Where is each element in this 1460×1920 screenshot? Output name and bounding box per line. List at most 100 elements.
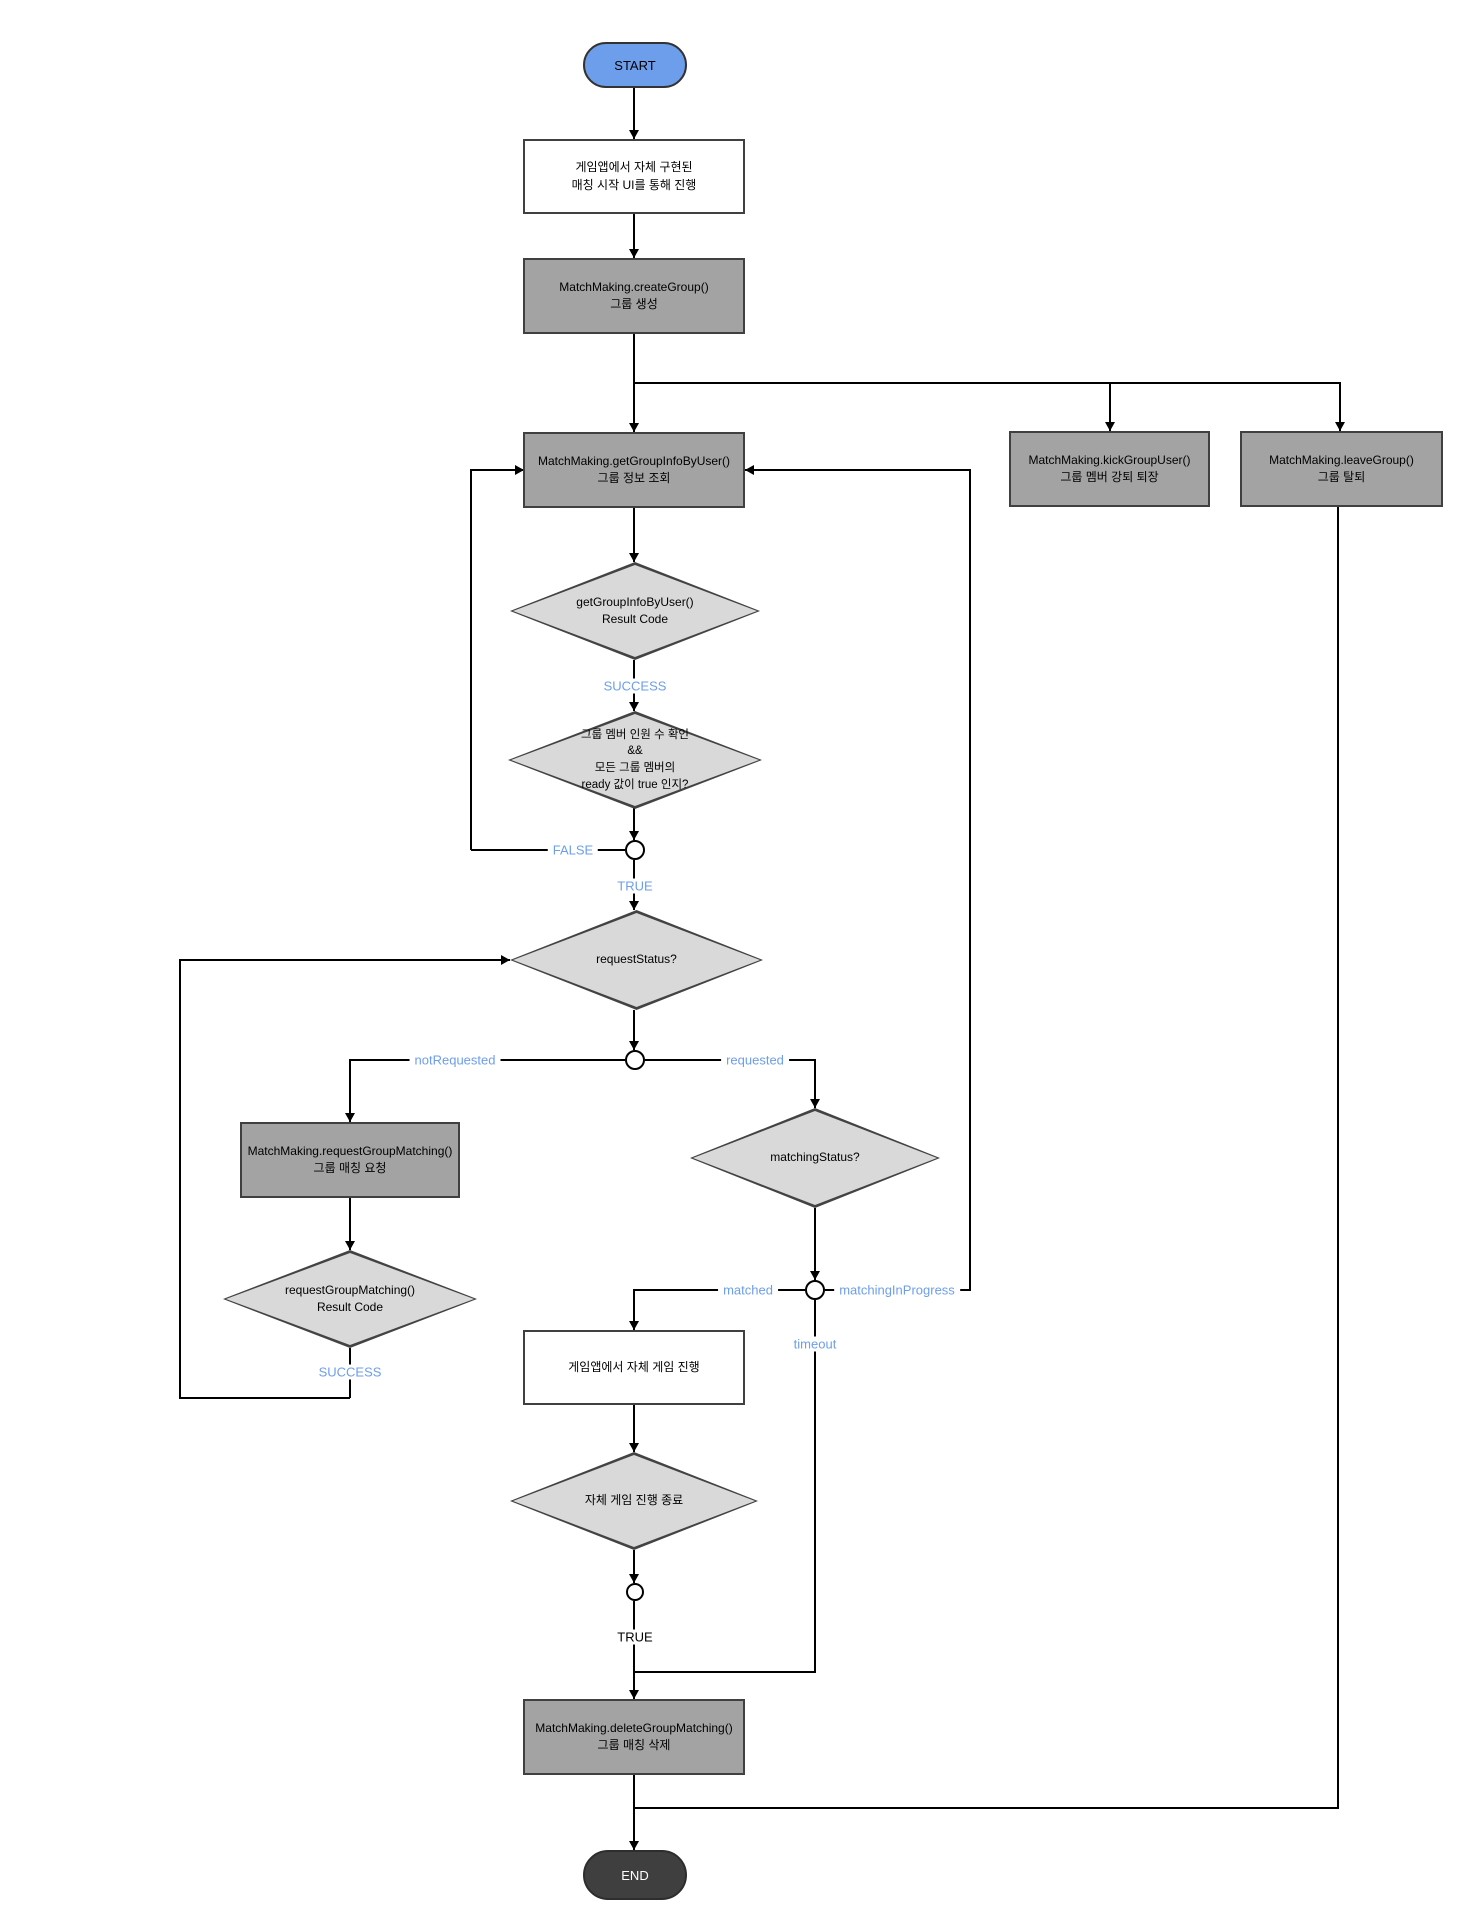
edge-gameplay-to-gameend bbox=[633, 1405, 635, 1452]
edge-successloop-up bbox=[179, 959, 181, 1399]
node-ui-start-line1: 게임앱에서 자체 구현된 bbox=[575, 160, 693, 175]
edge-getinfo-to-resultcode bbox=[633, 508, 635, 562]
edge-leavegroup-down bbox=[1337, 507, 1339, 1809]
arrowhead-into-gameplay bbox=[629, 1321, 639, 1330]
arrowhead-into-requeststatus bbox=[629, 901, 639, 910]
decision-resultcode-get-line2: Result Code bbox=[601, 612, 669, 626]
decision-resultcode-request-line1: requestGroupMatching() bbox=[284, 1282, 416, 1297]
edge-requeststatus-to-junction bbox=[633, 1010, 635, 1050]
decision-request-status: requestStatus? bbox=[510, 910, 763, 1010]
junction-ready-check bbox=[625, 840, 645, 860]
node-leave-group-line2: 그룹 탈퇴 bbox=[1317, 470, 1366, 484]
arrowhead-into-leave bbox=[1335, 422, 1345, 431]
edge-gameend-to-junction bbox=[633, 1550, 635, 1583]
arrowhead-into-end bbox=[629, 1841, 639, 1850]
arrowhead-inprogress-into-getinfo bbox=[745, 465, 754, 475]
decision-request-status-line1: requestStatus? bbox=[596, 952, 677, 967]
edge-label-matched: matched bbox=[718, 1282, 778, 1298]
node-create-group-line2: 그룹 생성 bbox=[610, 297, 658, 311]
arrowhead-into-junction3 bbox=[810, 1271, 820, 1280]
arrowhead-into-junction2 bbox=[629, 1041, 639, 1050]
start-terminal: START bbox=[583, 42, 687, 88]
end-label: END bbox=[621, 1867, 649, 1883]
edge-successloop-left bbox=[179, 1397, 350, 1399]
node-request-group-matching: MatchMaking.requestGroupMatching() 그룹 매칭… bbox=[240, 1122, 460, 1198]
edge-timeout-join bbox=[633, 1671, 816, 1673]
edge-label-true-ready: TRUE bbox=[612, 878, 658, 894]
decision-resultcode-request: requestGroupMatching() Result Code bbox=[223, 1250, 477, 1348]
edge-true-to-delete bbox=[633, 1601, 635, 1699]
edge-label-notrequested: notRequested bbox=[409, 1052, 501, 1068]
arrowhead-into-membercheck bbox=[629, 702, 639, 711]
arrowhead-loop-into-requeststatus bbox=[501, 955, 510, 965]
arrowhead-into-junction4 bbox=[629, 1574, 639, 1583]
node-get-group-info-line2: 그룹 정보 조회 bbox=[597, 471, 671, 485]
decision-member-check-line4: ready 값이 true 인지? bbox=[581, 778, 689, 791]
decision-matching-status: matchingStatus? bbox=[690, 1108, 940, 1208]
node-kick-group-user-line2: 그룹 멤버 강퇴 퇴장 bbox=[1060, 470, 1159, 484]
decision-resultcode-get-line1: getGroupInfoByUser() bbox=[576, 594, 694, 609]
arrowhead-false-into-getinfo bbox=[515, 465, 524, 475]
end-terminal: END bbox=[583, 1850, 687, 1900]
edge-matched-vertical bbox=[633, 1289, 635, 1330]
decision-resultcode-get: getGroupInfoByUser() Result Code bbox=[510, 562, 760, 660]
arrowhead-into-matchingstatus bbox=[810, 1099, 820, 1108]
node-delete-group-matching-line1: MatchMaking.deleteGroupMatching() bbox=[535, 1720, 733, 1735]
node-ui-start: 게임앱에서 자체 구현된 매칭 시작 UI를 통해 진행 bbox=[523, 139, 745, 214]
node-create-group-line1: MatchMaking.createGroup() bbox=[559, 279, 709, 294]
edge-matchingstatus-to-junction bbox=[814, 1208, 816, 1280]
edge-false-vertical bbox=[470, 469, 472, 850]
decision-member-check-line3: 모든 그룹 멤버의 bbox=[594, 762, 676, 774]
edge-label-success-get: SUCCESS bbox=[598, 678, 672, 694]
node-kick-group-user-line1: MatchMaking.kickGroupUser() bbox=[1028, 452, 1191, 467]
junction-request-status bbox=[625, 1050, 645, 1070]
arrowhead-into-junction1 bbox=[629, 831, 639, 840]
edge-branch-right bbox=[633, 382, 1341, 384]
decision-member-check-line1: 그룹 멤버 인원 수 확인 bbox=[581, 728, 689, 741]
edge-notrequested-vertical bbox=[349, 1059, 351, 1122]
arrowhead-into-getinfo-top bbox=[629, 423, 639, 432]
edge-label-false: FALSE bbox=[547, 842, 599, 858]
node-get-group-info-line1: MatchMaking.getGroupInfoByUser() bbox=[537, 453, 731, 468]
node-create-group: MatchMaking.createGroup() 그룹 생성 bbox=[523, 258, 745, 334]
node-kick-group-user: MatchMaking.kickGroupUser() 그룹 멤버 강퇴 퇴장 bbox=[1009, 431, 1210, 507]
node-get-group-info: MatchMaking.getGroupInfoByUser() 그룹 정보 조… bbox=[523, 432, 745, 508]
edge-branch-to-leave bbox=[1339, 382, 1341, 431]
edge-label-matchinginprogress: matchingInProgress bbox=[834, 1282, 960, 1298]
edge-branch-to-kick bbox=[1109, 382, 1111, 431]
edge-false-into-getinfo bbox=[470, 469, 523, 471]
node-delete-group-matching: MatchMaking.deleteGroupMatching() 그룹 매칭 … bbox=[523, 1699, 745, 1775]
edge-inprogress-into-getinfo bbox=[745, 469, 971, 471]
arrowhead-into-delete bbox=[629, 1690, 639, 1699]
node-ui-start-line2: 매칭 시작 UI를 통해 진행 bbox=[571, 177, 697, 192]
edge-label-true-game-end: TRUE bbox=[612, 1629, 658, 1645]
arrowhead-into-creategroup bbox=[629, 249, 639, 258]
arrowhead-into-gameend bbox=[629, 1443, 639, 1452]
arrowhead-into-kick bbox=[1105, 422, 1115, 431]
edge-label-success-request: SUCCESS bbox=[313, 1364, 387, 1380]
node-game-play-line1: 게임앱에서 자체 게임 진행 bbox=[568, 1359, 700, 1374]
arrowhead-into-requestmatching bbox=[345, 1113, 355, 1122]
edge-requested-vertical bbox=[814, 1059, 816, 1108]
edge-membercheck-to-junction bbox=[633, 808, 635, 840]
edge-label-requested: requested bbox=[721, 1052, 789, 1068]
start-label: START bbox=[614, 57, 656, 73]
decision-resultcode-request-line2: Result Code bbox=[316, 1300, 384, 1314]
edge-timeout-vertical bbox=[814, 1300, 816, 1672]
node-leave-group: MatchMaking.leaveGroup() 그룹 탈퇴 bbox=[1240, 431, 1443, 507]
edge-ui-to-creategroup bbox=[633, 214, 635, 258]
node-delete-group-matching-line2: 그룹 매칭 삭제 bbox=[597, 1738, 671, 1752]
node-game-play: 게임앱에서 자체 게임 진행 bbox=[523, 1330, 745, 1405]
edge-reqmatch-to-resultcode bbox=[349, 1198, 351, 1250]
decision-matching-status-line1: matchingStatus? bbox=[770, 1150, 860, 1165]
junction-game-end bbox=[626, 1583, 644, 1601]
arrowhead-into-ui-start bbox=[629, 130, 639, 139]
edge-inprogress-vertical bbox=[969, 469, 971, 1291]
decision-member-check: 그룹 멤버 인원 수 확인 && 모든 그룹 멤버의 ready 값이 true… bbox=[508, 711, 762, 809]
junction-matching-status bbox=[805, 1280, 825, 1300]
arrowhead-into-resultcode-get bbox=[629, 553, 639, 562]
edge-successloop-into-requeststatus bbox=[179, 959, 510, 961]
arrowhead-into-resultcode-request bbox=[345, 1241, 355, 1250]
decision-game-end-line1: 자체 게임 진행 종료 bbox=[584, 1493, 684, 1508]
